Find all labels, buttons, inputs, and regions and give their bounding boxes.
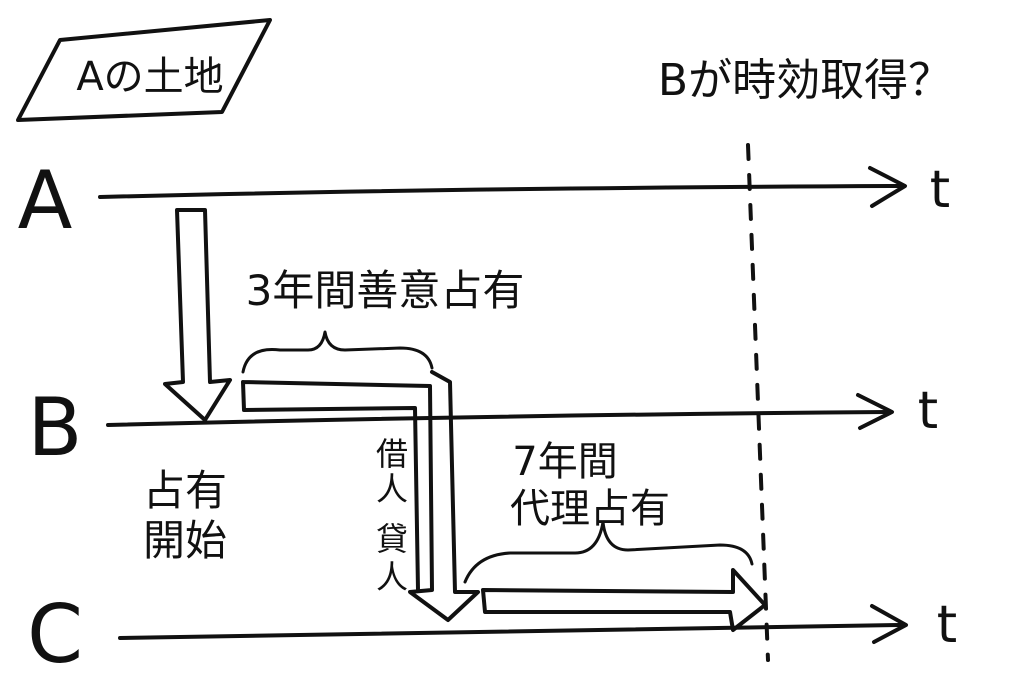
a-to-b-arrow — [163, 208, 232, 422]
timeline-b-end-label: t — [918, 381, 938, 441]
title-box-text: Aの土地 — [76, 54, 223, 100]
timeline-a — [98, 166, 907, 208]
lease-char-3: 貸 — [376, 520, 408, 558]
lease-char-2: 人 — [376, 470, 408, 508]
timeline-c — [118, 604, 908, 644]
timeline-c-end-label: t — [937, 595, 957, 655]
row-label-c: C — [27, 588, 83, 681]
c-period-line2: 代理占有 — [510, 486, 670, 532]
brace-c-period — [463, 520, 754, 584]
acquisition-time-line — [746, 143, 770, 662]
timeline-b — [106, 393, 894, 430]
row-label-b: B — [28, 381, 83, 474]
lease-char-4: 人 — [376, 558, 408, 596]
c-possession-arrow — [481, 568, 767, 632]
title-box: Aの土地 — [16, 18, 272, 122]
possession-start-line2: 開始 — [143, 516, 227, 565]
possession-start-line1: 占有 — [143, 466, 227, 515]
timeline-a-end-label: t — [930, 160, 950, 220]
question-text: Bが時効取得？ — [658, 55, 952, 106]
lease-char-1: 借 — [376, 435, 408, 473]
b-period-label: 3年間善意占有 — [246, 266, 525, 315]
brace-b-period — [241, 330, 434, 374]
b-possession-arrow — [241, 370, 480, 622]
row-label-a: A — [18, 154, 73, 247]
c-period-line1: 7年間 — [512, 439, 617, 485]
